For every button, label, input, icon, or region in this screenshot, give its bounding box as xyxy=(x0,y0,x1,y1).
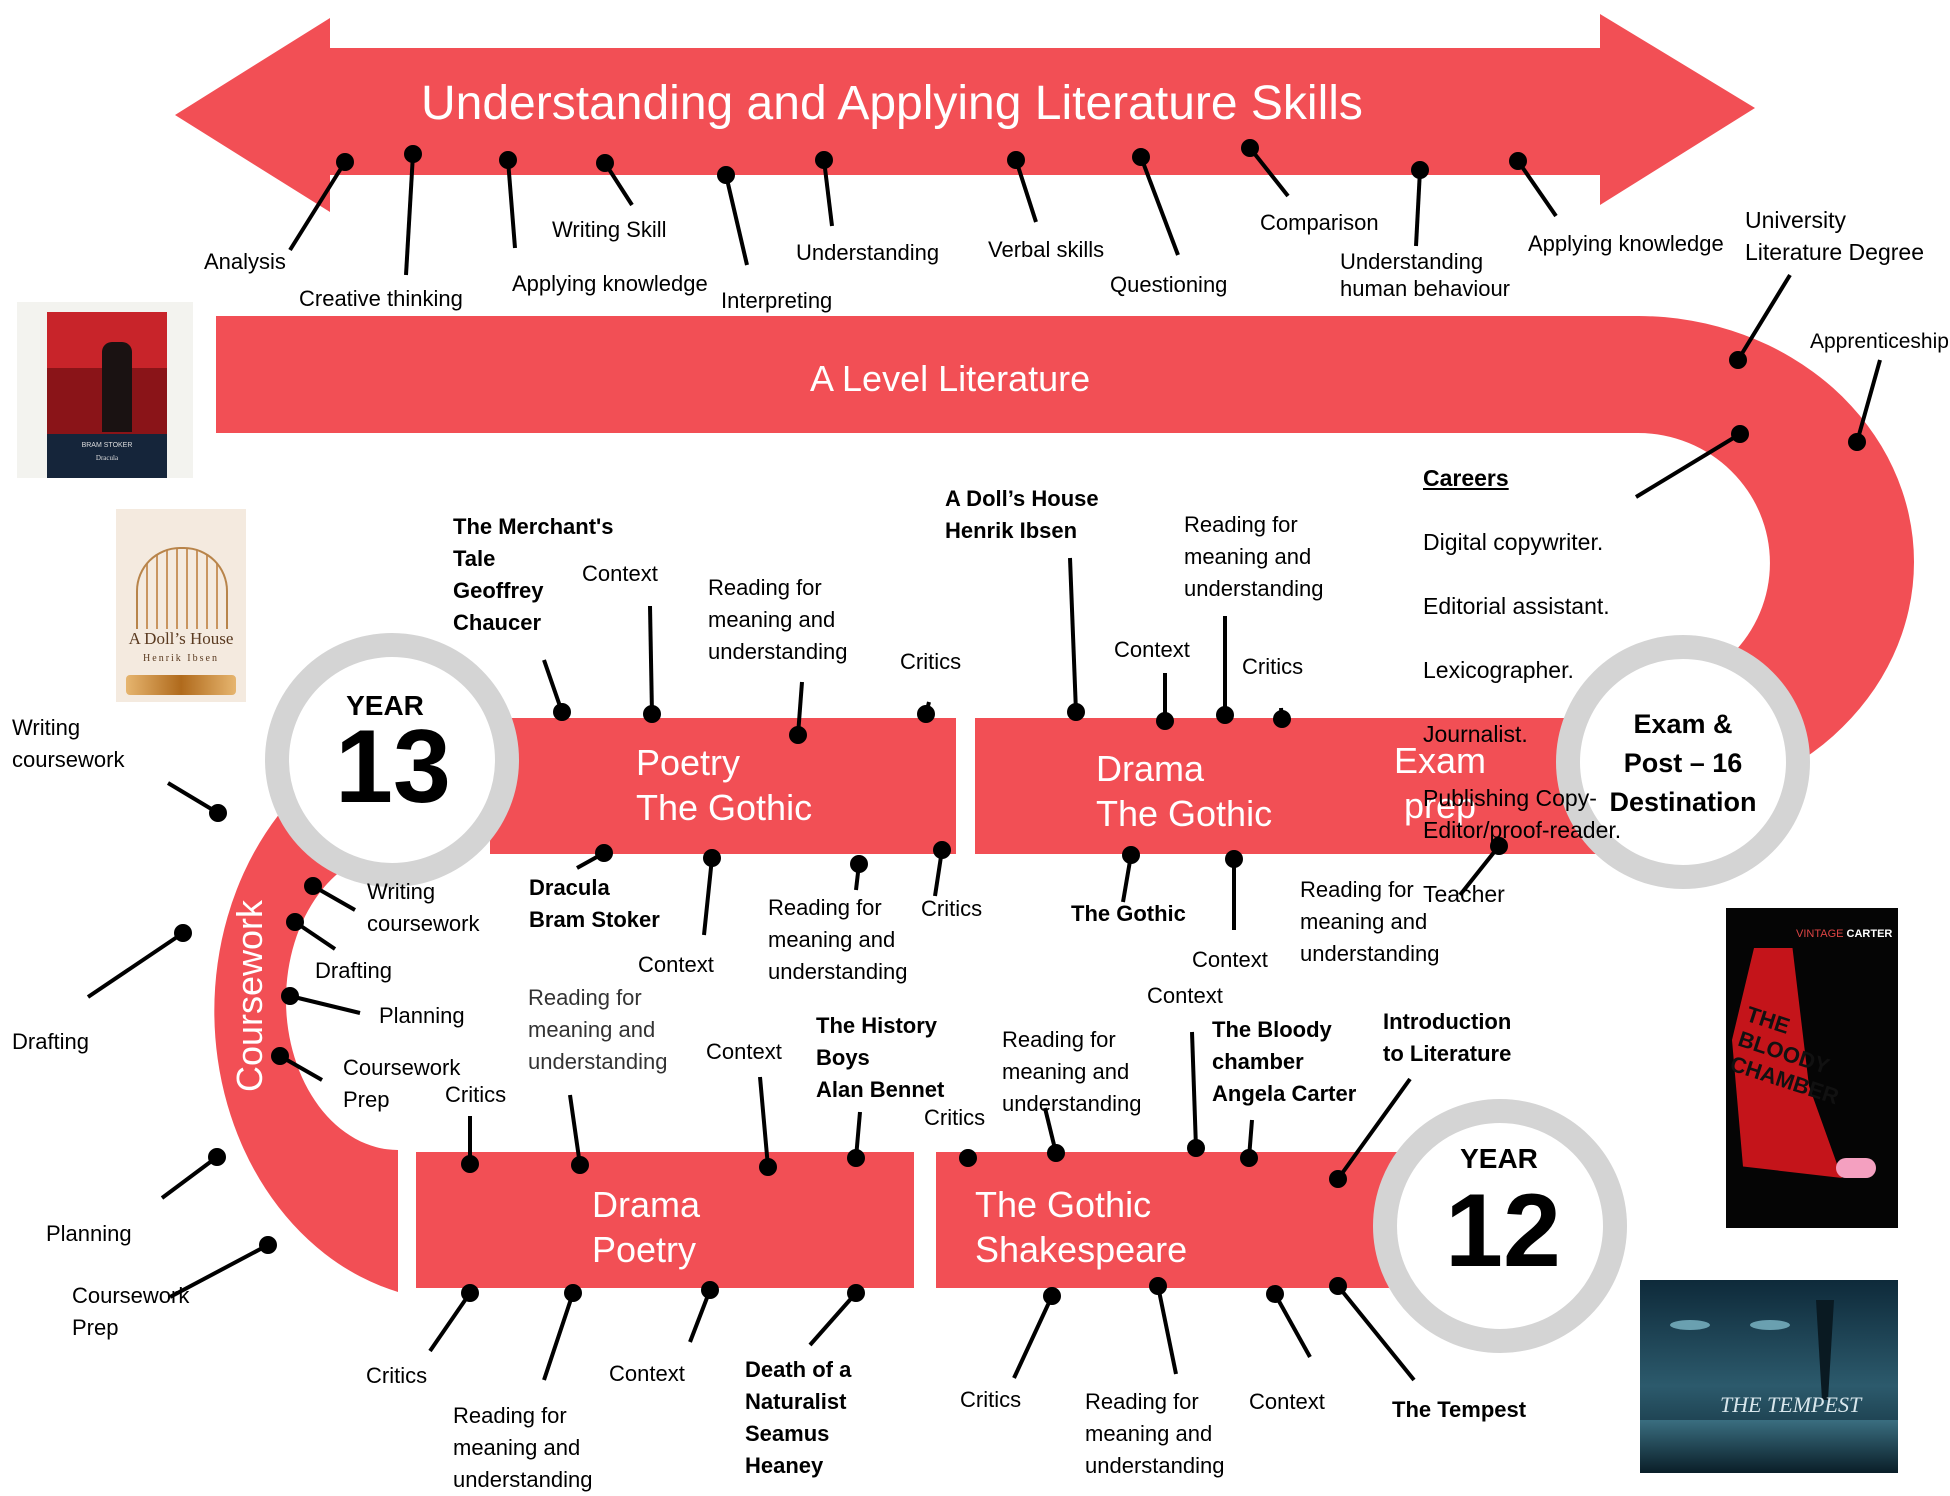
skill-label: Writing Skill xyxy=(552,217,667,242)
year12-word: YEAR xyxy=(1460,1143,1538,1174)
exam-destination: Exam & Post – 16 Destination xyxy=(1609,709,1757,817)
reading-label: Reading for meaning and understanding xyxy=(528,985,668,1074)
careers-block: Careers Digital copywriter. Editorial as… xyxy=(1423,430,1621,942)
skills-arrow xyxy=(175,14,1755,212)
reading-label: Reading for meaning and understanding xyxy=(1002,1027,1142,1116)
university-label: University Literature Degree xyxy=(1745,207,1924,265)
apprenticeship-label: Apprenticeship xyxy=(1810,330,1949,353)
coursework-step-label: Coursework Prep xyxy=(72,1283,190,1340)
coursework-curve xyxy=(214,730,398,1292)
dracula-cover-author: BRAM STOKER xyxy=(81,442,133,449)
a-level-label: A Level Literature xyxy=(810,358,1091,399)
context-label: Context xyxy=(1147,983,1223,1008)
y13-drama-label: Drama The Gothic xyxy=(1096,748,1273,834)
skill-label: Creative thinking xyxy=(299,286,463,311)
tempest-label: The Tempest xyxy=(1392,1397,1527,1422)
dracula-cover: BRAM STOKER Dracula xyxy=(17,302,193,478)
coursework-step-label: Coursework Prep xyxy=(343,1055,461,1112)
reading-label: Reading for meaning and understanding xyxy=(453,1403,593,1492)
critics-label: Critics xyxy=(924,1105,986,1130)
career-item: Teacher xyxy=(1423,881,1505,907)
critics-label: Critics xyxy=(960,1387,1022,1412)
coursework-step-label: Drafting xyxy=(12,1029,90,1054)
context-label: Context xyxy=(706,1039,782,1064)
y13-poetry-band xyxy=(490,718,956,854)
skill-label: Interpreting xyxy=(721,288,833,313)
connector-lines xyxy=(86,139,1882,1382)
coursework-label: Coursework xyxy=(229,899,270,1093)
exam-prep-label: Exam prep xyxy=(1394,740,1487,826)
bloody-chamber-label: The Bloody chamber Angela Carter xyxy=(1212,1017,1357,1106)
tempest-cover: THE TEMPEST xyxy=(1640,1280,1898,1473)
coursework-step-label: Drafting xyxy=(315,958,393,983)
skill-label: Verbal skills xyxy=(988,237,1105,262)
intro-literature-label: Introduction to Literature xyxy=(1383,1009,1512,1066)
skill-label: Comparison xyxy=(1260,210,1379,235)
coursework-step-label: Planning xyxy=(379,1003,465,1028)
context-label: Context xyxy=(1114,637,1190,662)
dolls-house-label: A Doll’s House Henrik Ibsen xyxy=(945,486,1099,543)
coursework-step-label: Writing coursework xyxy=(12,715,125,772)
merchant-tale-label: The Merchant's Tale Geoffrey Chaucer xyxy=(453,514,614,635)
skill-label: Understanding human behaviour xyxy=(1340,249,1511,301)
year13-word: YEAR xyxy=(346,690,424,721)
critics-label: Critics xyxy=(1242,654,1304,679)
dracula-label: Dracula Bram Stoker xyxy=(529,875,660,932)
y12-gothic-label: The Gothic Shakespeare xyxy=(975,1184,1188,1270)
history-boys-label: The History Boys Alan Bennet xyxy=(816,1013,945,1102)
career-item: Journalist. xyxy=(1423,721,1528,747)
context-label: Context xyxy=(1192,947,1268,972)
career-item: Publishing Copy- Editor/proof-reader. xyxy=(1423,785,1622,843)
coursework-step-label: Writing coursework xyxy=(367,879,480,936)
skill-label: Analysis xyxy=(204,249,286,274)
reading-label: Reading for meaning and understanding xyxy=(1300,877,1440,966)
y12-drama-poetry-label: Drama Poetry xyxy=(592,1184,701,1270)
reading-label: Reading for meaning and understanding xyxy=(1085,1389,1225,1478)
diagram-title: Understanding and Applying Literature Sk… xyxy=(421,77,1363,130)
reading-label: Reading for meaning and understanding xyxy=(1184,512,1324,601)
coursework-step-label: Planning xyxy=(46,1221,132,1246)
y13-drama-band xyxy=(975,718,1623,854)
y12-gothic-band xyxy=(936,1152,1406,1288)
birdcage-icon xyxy=(136,547,228,629)
careers-title: Careers xyxy=(1423,465,1509,491)
dolls-cover-title: A Doll’s House xyxy=(128,629,234,648)
death-naturalist-label: Death of a Naturalist Seamus Heaney xyxy=(745,1357,852,1478)
career-item: Lexicographer. xyxy=(1423,657,1574,683)
skill-label: Understanding xyxy=(796,240,940,265)
skill-label: Questioning xyxy=(1110,272,1228,297)
bloody-chamber-cover: VINTAGE CARTER THE BLOODY CHAMBER xyxy=(1726,908,1898,1228)
dracula-cover-title: Dracula xyxy=(95,454,119,462)
a-level-band xyxy=(216,316,1640,433)
tempest-cover-title: THE TEMPEST xyxy=(1720,1392,1862,1417)
context-label: Context xyxy=(609,1361,685,1386)
year12-number: 12 xyxy=(1445,1173,1561,1289)
context-label: Context xyxy=(638,952,714,977)
exam-ring xyxy=(1556,635,1810,889)
skill-label: Applying knowledge xyxy=(1528,231,1724,256)
reading-label: Reading for meaning and understanding xyxy=(708,575,848,664)
year13-number: 13 xyxy=(335,709,451,825)
career-item: Digital copywriter. xyxy=(1423,529,1604,555)
critics-label: Critics xyxy=(366,1363,428,1388)
critics-label: Critics xyxy=(445,1082,507,1107)
career-item: Editorial assistant. xyxy=(1423,593,1610,619)
skill-label: Applying knowledge xyxy=(512,271,708,296)
carter-brand: VINTAGE CARTER xyxy=(1796,928,1893,940)
context-label: Context xyxy=(1249,1389,1325,1414)
critics-label: Critics xyxy=(921,896,983,921)
year12-ring xyxy=(1373,1099,1627,1353)
y12-drama-band xyxy=(416,1152,914,1288)
critics-label: Critics xyxy=(900,649,962,674)
y13-poetry-label: Poetry The Gothic xyxy=(636,742,813,828)
dolls-house-cover: A Doll’s House Henrik Ibsen xyxy=(116,509,246,702)
context-label: Context xyxy=(582,561,658,586)
gothic-label: The Gothic xyxy=(1071,901,1186,926)
year13-ring xyxy=(265,633,519,887)
reading-label: Reading for meaning and understanding xyxy=(768,895,908,984)
dolls-cover-author: Henrik Ibsen xyxy=(143,653,219,664)
